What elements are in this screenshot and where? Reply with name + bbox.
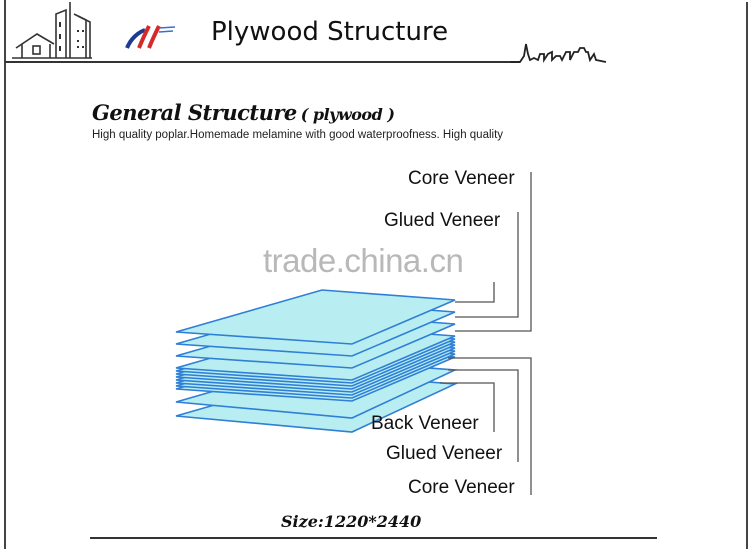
frame-left-border bbox=[4, 0, 6, 549]
label-bottom-core-veneer: Core Veneer bbox=[408, 477, 515, 498]
size-spec: Size:1220*2440 bbox=[281, 512, 422, 531]
leader-top-2 bbox=[455, 212, 519, 318]
frame-right-border bbox=[746, 2, 748, 549]
skyline-icon bbox=[510, 43, 607, 63]
label-top-core-veneer: Core Veneer bbox=[408, 168, 515, 189]
page-title: Plywood Structure bbox=[211, 17, 449, 47]
leader-lines bbox=[440, 172, 532, 495]
label-top-glued-veneer: Glued Veneer bbox=[384, 210, 501, 231]
label-back-veneer: Back Veneer bbox=[371, 413, 479, 434]
leader-top-1 bbox=[455, 282, 495, 303]
leader-top-3 bbox=[455, 172, 532, 332]
leader-bottom-core bbox=[448, 357, 532, 495]
building-logo-icon bbox=[12, 2, 92, 59]
header-divider bbox=[5, 61, 520, 63]
section-title-text: General Structure bbox=[92, 100, 297, 125]
section-title-paren: ( plywood ) bbox=[300, 105, 395, 124]
section-subtitle: High quality poplar.Homemade melamine wi… bbox=[92, 129, 504, 141]
watermark: trade.china.cn bbox=[263, 242, 464, 279]
leader-bottom-glued bbox=[448, 369, 519, 462]
leader-bottom-back bbox=[440, 382, 495, 432]
veneer-sheet bbox=[175, 289, 456, 345]
footer-divider bbox=[90, 537, 657, 539]
label-bottom-glued-veneer: Glued Veneer bbox=[386, 443, 503, 464]
veneer-sheets bbox=[175, 289, 459, 433]
section-title: General Structure( plywood ) bbox=[92, 100, 395, 125]
brand-logo-icon bbox=[125, 25, 176, 49]
